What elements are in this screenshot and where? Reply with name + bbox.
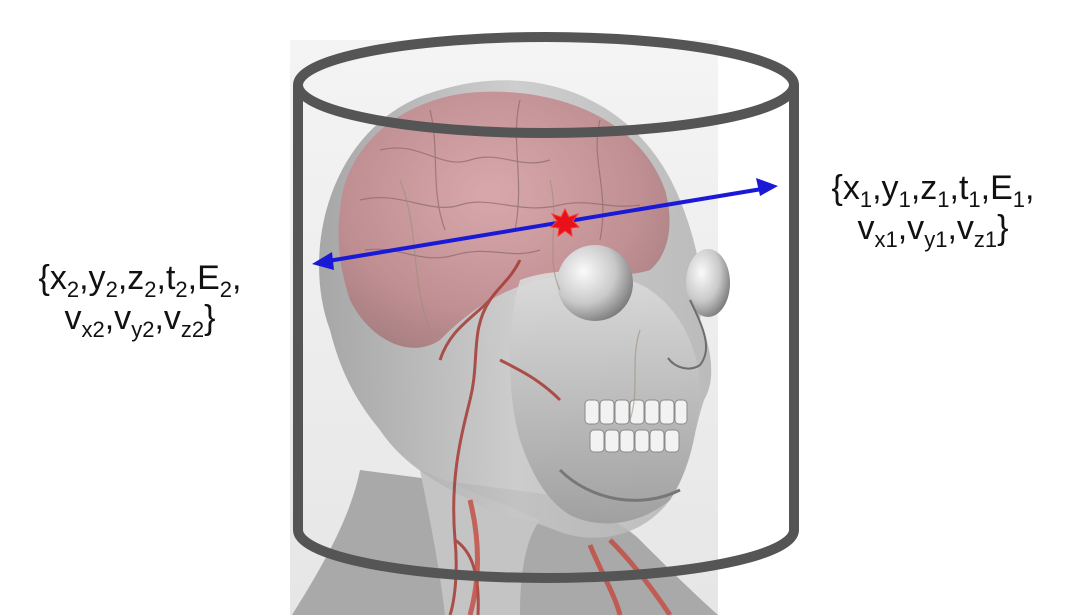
label-subscript: y1 [924,227,947,252]
label-subscript: x2 [81,317,104,342]
label-text: {x [39,259,67,297]
label-text: ,z [911,169,937,207]
label-text: ,v [154,299,180,337]
label-text: ,E [188,259,220,297]
label-text: {x [832,169,860,207]
label-subscript: z2 [181,317,204,342]
label-text: ,E [981,169,1013,207]
detection-vector-2-label: {x2,y2,z2,t2,E2, vx2,vy2,vz2} [0,258,280,338]
vector-1-line-2: vx1,vy1,vz1} [800,208,1066,248]
label-text: ,y [872,169,898,207]
label-text: ,v [105,299,131,337]
label-subscript: z1 [974,227,997,252]
label-text: , [1025,169,1034,207]
label-subscript: x1 [874,227,897,252]
label-text: ,y [79,259,105,297]
label-text: v [857,209,874,247]
label-subscript: 1 [1013,187,1025,212]
label-text: } [204,299,215,337]
label-text: , [232,259,241,297]
label-text: v [64,299,81,337]
label-subscript: y2 [131,317,154,342]
label-text: ,z [118,259,144,297]
vector-2-line-2: vx2,vy2,vz2} [0,298,280,338]
label-text: ,v [898,209,924,247]
vector-1-line-1: {x1,y1,z1,t1,E1, [800,168,1066,208]
detection-vector-1-label: {x1,y1,z1,t1,E1, vx1,vy1,vz1} [800,168,1066,248]
label-text: } [997,209,1008,247]
label-text: ,t [157,259,176,297]
label-text: ,v [947,209,973,247]
arrowhead-right [756,178,778,196]
label-subscript: 2 [220,277,232,302]
label-text: ,t [950,169,969,207]
vector-2-line-1: {x2,y2,z2,t2,E2, [0,258,280,298]
